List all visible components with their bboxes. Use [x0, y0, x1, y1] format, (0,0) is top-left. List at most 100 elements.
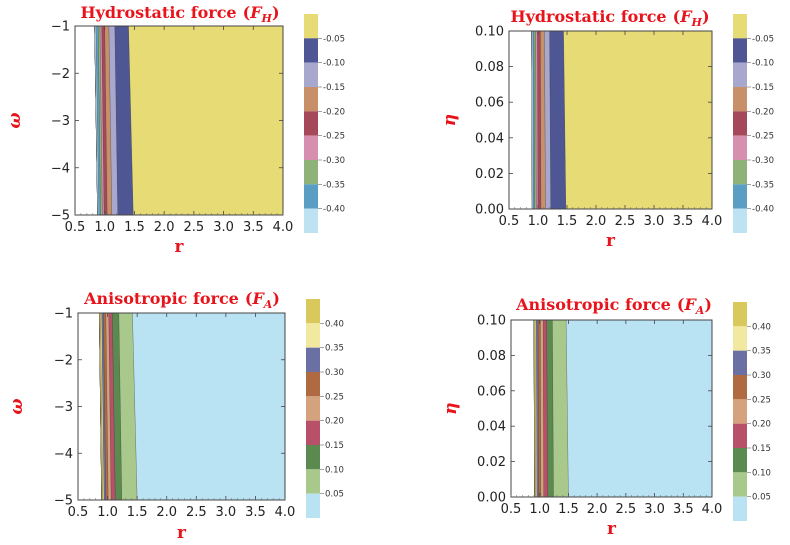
chart-1-legend-swatch-4: [304, 87, 318, 112]
chart-2-frame: [508, 30, 713, 210]
chart-3-legend-swatch-7: [306, 445, 320, 470]
chart-4-legend-tick-label: 0.05: [752, 493, 771, 503]
chart-1-legend-tick-label: -0.10: [323, 59, 345, 69]
chart-4-xtick-label: 2.5: [616, 502, 637, 517]
chart-2-legend-swatch-3: [733, 62, 747, 87]
chart-4-ytick-label: 0.08: [477, 349, 506, 364]
chart-4-title-paren-close: ): [704, 295, 712, 314]
chart-4-ytick-label: 0.02: [477, 455, 506, 470]
chart-1-title-subscript: H: [261, 12, 273, 25]
chart-2-xtick-label: 4.0: [702, 214, 723, 229]
chart-4-legend-tick-label: 0.35: [752, 347, 771, 357]
chart-4-title-paren-open: (: [677, 295, 685, 314]
chart-4-legend-swatch-9: [733, 496, 747, 521]
chart-2-legend-swatch-5: [733, 111, 747, 136]
chart-4-title-subscript: A: [695, 304, 705, 317]
chart-1-legend-tick-label: -0.15: [323, 83, 345, 93]
chart-4-legend-swatch-6: [733, 423, 747, 448]
chart-3-legend-tick-label: 0.40: [325, 319, 344, 329]
chart-1-xtick-label: 3.5: [243, 220, 264, 235]
chart-4-ytick-label: 0.06: [477, 384, 506, 399]
chart-4-xtick-label: 4.0: [702, 502, 723, 517]
chart-2-legend-tick-label: -0.40: [752, 205, 774, 215]
chart-1-legend-tick-label: -0.25: [323, 132, 345, 142]
chart-2-title-symbol: F: [679, 7, 693, 26]
chart-3-legend-swatch-1: [306, 299, 320, 324]
chart-1-legend-tick-label: -0.40: [323, 205, 345, 215]
chart-1-legend-swatch-9: [304, 208, 318, 233]
chart-2-ytick-label: 0.08: [475, 60, 504, 75]
chart-2-legend-swatch-7: [733, 160, 747, 185]
chart-4-title-symbol: F: [683, 295, 697, 314]
chart-2-legend-tick-label: -0.20: [752, 107, 774, 117]
chart-3-xtick-label: 2.5: [186, 505, 207, 520]
chart-2-legend-tick-label: -0.25: [752, 132, 774, 142]
chart-4-legend-tick-label: 0.40: [752, 322, 771, 332]
chart-1-xtick-label: 2.5: [184, 220, 205, 235]
chart-2-title: Hydrostatic force(FH): [510, 7, 709, 29]
chart-1-legend-swatch-5: [304, 111, 318, 136]
chart-4-legend-swatch-1: [733, 302, 747, 327]
chart-4-legend-swatch-5: [733, 399, 747, 424]
chart-1-xtick-label: 4.0: [273, 220, 294, 235]
chart-3-xtick-label: 2.0: [156, 505, 177, 520]
chart-3-title-paren-open: (: [245, 289, 253, 308]
chart-3-legend-tick-label: 0.35: [325, 344, 344, 354]
chart-4-title: Anisotropic force (FA): [515, 295, 712, 317]
chart-4-xtick-label: 0.5: [501, 502, 522, 517]
chart-2-legend-tick-label: -0.35: [752, 180, 774, 190]
chart-4-ytick-label: 0.00: [477, 491, 506, 506]
chart-3-legend-swatch-5: [306, 396, 320, 421]
chart-3-ytick-label: −2: [54, 353, 73, 368]
chart-1-legend-swatch-2: [304, 38, 318, 63]
chart-1-legend-swatch-6: [304, 135, 318, 160]
chart-3-legend-tick-label: 0.20: [325, 417, 344, 427]
chart-4-title-text: Anisotropic force: [515, 295, 671, 314]
chart-2-ytick-label: 0.10: [475, 25, 504, 40]
chart-3-ytick-label: −1: [54, 307, 73, 322]
chart-4-legend-tick-label: 0.25: [752, 395, 771, 405]
chart-2-legend-swatch-4: [733, 87, 747, 112]
chart-1-ytick-label: −3: [51, 114, 70, 129]
chart-4-x-axis-label: r: [607, 519, 617, 539]
chart-2-legend-swatch-9: [733, 208, 747, 233]
chart-4-legend-swatch-2: [733, 326, 747, 351]
chart-1-legend-tick-label: -0.35: [323, 180, 345, 190]
chart-2-legend-swatch-6: [733, 135, 747, 160]
chart-3-xtick-label: 1.5: [127, 505, 148, 520]
chart-3-title-paren-close: ): [272, 289, 280, 308]
chart-4-legend-tick-label: 0.10: [752, 468, 771, 478]
chart-4-frame: [510, 319, 713, 498]
chart-4-legend-swatch-8: [733, 472, 747, 497]
chart-3-ytick-label: −4: [54, 447, 73, 462]
chart-1-xtick-label: 2.0: [154, 220, 175, 235]
chart-1-title-symbol: F: [249, 3, 263, 22]
chart-2-xtick-label: 2.0: [586, 214, 607, 229]
chart-2-xtick-label: 1.5: [557, 214, 578, 229]
chart-2-ytick-label: 0.04: [475, 131, 504, 146]
chart-1-ytick-label: −2: [51, 67, 70, 82]
chart-3-xtick-label: 3.5: [245, 505, 266, 520]
chart-1-legend-swatch-7: [304, 160, 318, 185]
chart-2-ytick-label: 0.06: [475, 96, 504, 111]
chart-3-xtick-label: 3.0: [216, 505, 237, 520]
chart-4-ytick-label: 0.10: [477, 314, 506, 329]
chart-1-xtick-label: 3.0: [213, 220, 234, 235]
chart-2-legend-swatch-8: [733, 184, 747, 209]
chart-1-title: Hydrostatic force(FH): [80, 3, 279, 25]
chart-4-legend-tick-label: 0.30: [752, 371, 771, 381]
chart-4-ytick-label: 0.04: [477, 420, 506, 435]
chart-1-title-text: Hydrostatic force: [80, 3, 236, 22]
chart-1-legend-tick-label: -0.20: [323, 107, 345, 117]
chart-3-legend-swatch-8: [306, 469, 320, 494]
chart-2-ytick-label: 0.02: [475, 167, 504, 182]
chart-2-legend-swatch-2: [733, 38, 747, 63]
chart-2-xtick-label: 3.5: [673, 214, 694, 229]
chart-2-legend-tick-label: -0.30: [752, 156, 774, 166]
chart-2-legend-tick-label: -0.05: [752, 34, 774, 44]
chart-3-legend-tick-label: 0.15: [325, 441, 344, 451]
